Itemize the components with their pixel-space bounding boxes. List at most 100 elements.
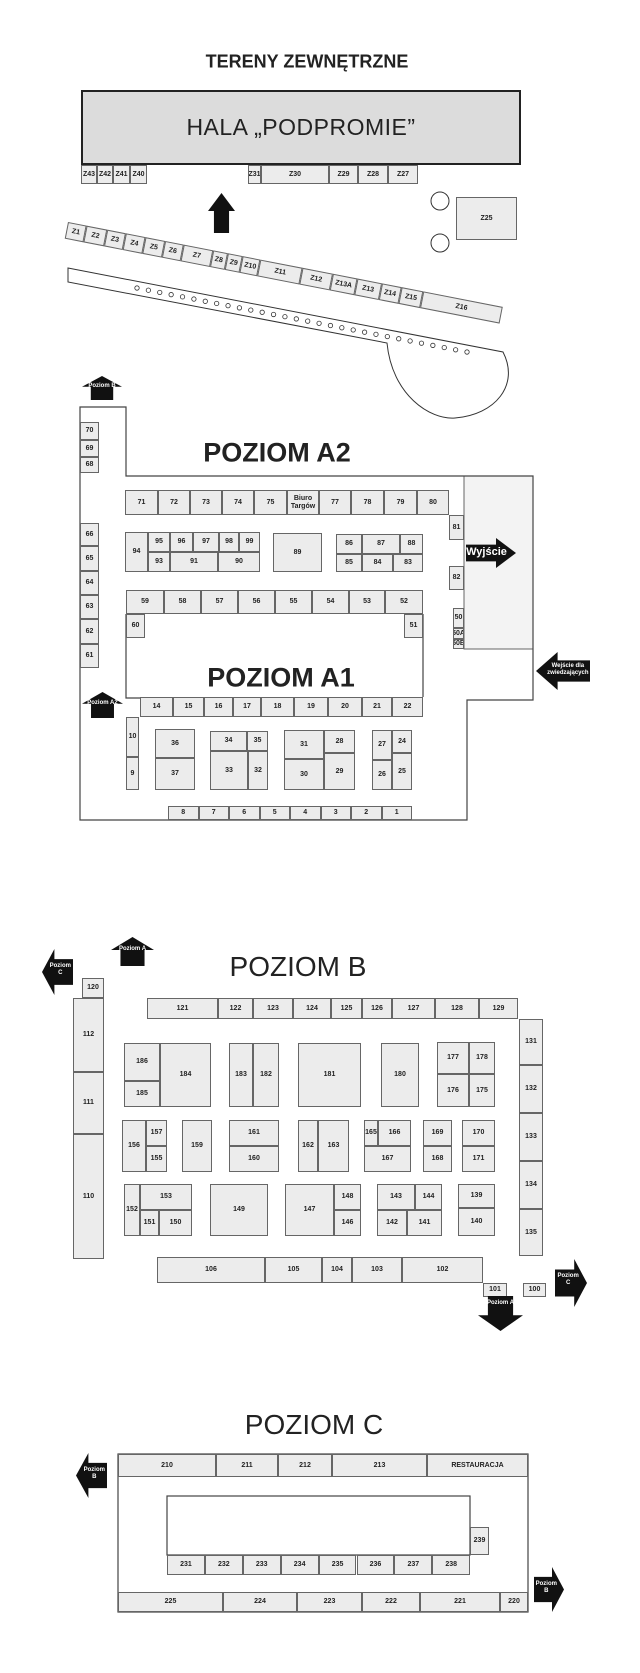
stall-235[interactable]: 235 <box>318 1555 357 1575</box>
stall-65[interactable]: 65 <box>80 546 99 571</box>
stall-237[interactable]: 237 <box>394 1555 433 1575</box>
stall-170[interactable]: 170 <box>462 1120 495 1146</box>
stall-171[interactable]: 171 <box>462 1146 495 1172</box>
stall-105[interactable]: 105 <box>265 1257 322 1283</box>
stall-7[interactable]: 7 <box>198 806 229 820</box>
stall-100[interactable]: 100 <box>523 1283 546 1297</box>
stall-36[interactable]: 36 <box>155 729 195 758</box>
stall-125[interactable]: 125 <box>331 998 362 1019</box>
stall-94[interactable]: 94 <box>125 532 148 572</box>
stall-111[interactable]: 111 <box>73 1072 104 1134</box>
stall-77[interactable]: 77 <box>319 490 351 515</box>
stall-62[interactable]: 62 <box>80 619 99 644</box>
stall-19[interactable]: 19 <box>294 697 328 717</box>
stall-103[interactable]: 103 <box>352 1257 402 1283</box>
stall-184[interactable]: 184 <box>160 1043 211 1107</box>
stall-126[interactable]: 126 <box>362 998 392 1019</box>
stall-82[interactable]: 82 <box>449 566 464 590</box>
stall-61[interactable]: 61 <box>80 644 99 668</box>
stall-212[interactable]: 212 <box>278 1454 332 1477</box>
stall-3[interactable]: 3 <box>320 806 351 820</box>
stall-129[interactable]: 129 <box>479 998 518 1019</box>
arrow-poziom-b-left[interactable]: Poziom B <box>76 1453 107 1498</box>
stall-79[interactable]: 79 <box>384 490 417 515</box>
arrow-hall-entrance-up[interactable] <box>208 193 235 233</box>
stall-152[interactable]: 152 <box>124 1184 140 1236</box>
stall-8[interactable]: 8 <box>168 806 199 820</box>
stall-149[interactable]: 149 <box>210 1184 268 1236</box>
stall-81[interactable]: 81 <box>449 515 464 540</box>
stall-104[interactable]: 104 <box>322 1257 352 1283</box>
stall-54[interactable]: 54 <box>312 590 349 614</box>
stall-29[interactable]: 29 <box>324 753 355 790</box>
stall-95[interactable]: 95 <box>148 532 170 552</box>
stall-180[interactable]: 180 <box>381 1043 419 1107</box>
stall-1[interactable]: 1 <box>381 806 412 820</box>
stall-110[interactable]: 110 <box>73 1134 104 1259</box>
arrow-poziom-a2-up[interactable]: Poziom A2 <box>82 692 123 718</box>
stall-26[interactable]: 26 <box>372 760 392 790</box>
stall-132[interactable]: 132 <box>519 1065 543 1113</box>
stall-71[interactable]: 71 <box>125 490 158 515</box>
stall-z40[interactable]: Z40 <box>130 165 147 184</box>
stall-90[interactable]: 90 <box>218 552 260 572</box>
stall-58[interactable]: 58 <box>164 590 201 614</box>
stall-75[interactable]: 75 <box>254 490 287 515</box>
stall-106[interactable]: 106 <box>157 1257 265 1283</box>
stall-55[interactable]: 55 <box>275 590 312 614</box>
stall-140[interactable]: 140 <box>458 1208 495 1236</box>
stall-178[interactable]: 178 <box>469 1042 495 1074</box>
stall-4[interactable]: 4 <box>290 806 321 820</box>
stall-50a[interactable]: 50A <box>453 628 464 639</box>
stall-2[interactable]: 2 <box>351 806 382 820</box>
stall-176[interactable]: 176 <box>437 1074 469 1107</box>
stall-z28[interactable]: Z28 <box>358 165 388 184</box>
stall-18[interactable]: 18 <box>261 697 294 717</box>
stall-37[interactable]: 37 <box>155 758 195 790</box>
stall-151[interactable]: 151 <box>140 1210 159 1236</box>
stall-z42[interactable]: Z42 <box>97 165 113 184</box>
stall-160[interactable]: 160 <box>229 1146 279 1172</box>
stall-14[interactable]: 14 <box>140 697 173 717</box>
stall-31[interactable]: 31 <box>284 730 324 759</box>
stall-148[interactable]: 148 <box>334 1184 361 1210</box>
stall-123[interactable]: 123 <box>253 998 293 1019</box>
stall-57[interactable]: 57 <box>201 590 238 614</box>
stall-63[interactable]: 63 <box>80 595 99 619</box>
stall-84[interactable]: 84 <box>362 554 393 572</box>
stall-156[interactable]: 156 <box>122 1120 146 1172</box>
stall-159[interactable]: 159 <box>182 1120 212 1172</box>
stall-223[interactable]: 223 <box>297 1592 362 1612</box>
stall-69[interactable]: 69 <box>80 440 99 457</box>
stall-134[interactable]: 134 <box>519 1161 543 1209</box>
stall-28[interactable]: 28 <box>324 730 355 753</box>
arrow-wejście-dla-zwiedzających-left[interactable]: Wejście dla zwiedzających <box>536 652 590 690</box>
stall-89[interactable]: 89 <box>273 533 322 572</box>
stall-87[interactable]: 87 <box>362 534 400 554</box>
stall-168[interactable]: 168 <box>423 1146 452 1172</box>
stall-66[interactable]: 66 <box>80 523 99 546</box>
stall-221[interactable]: 221 <box>420 1592 500 1612</box>
arrow-poziom-a-up[interactable]: Poziom A <box>111 937 154 966</box>
stall-78[interactable]: 78 <box>351 490 384 515</box>
stall-236[interactable]: 236 <box>356 1555 395 1575</box>
stall-238[interactable]: 238 <box>432 1555 471 1575</box>
stall-17[interactable]: 17 <box>233 697 261 717</box>
stall-185[interactable]: 185 <box>124 1081 160 1107</box>
stall-z29[interactable]: Z29 <box>329 165 358 184</box>
stall-biuro-targów[interactable]: Biuro Targów <box>287 490 319 515</box>
stall-32[interactable]: 32 <box>248 751 268 790</box>
stall-60[interactable]: 60 <box>126 614 145 638</box>
stall-165[interactable]: 165 <box>364 1120 378 1146</box>
stall-139[interactable]: 139 <box>458 1184 495 1208</box>
stall-z27[interactable]: Z27 <box>388 165 418 184</box>
stall-163[interactable]: 163 <box>318 1120 349 1172</box>
arrow-wyjście-right[interactable]: Wyjście <box>466 538 516 568</box>
arrow-poziom-c-left[interactable]: Poziom C <box>42 949 73 995</box>
stall-232[interactable]: 232 <box>204 1555 243 1575</box>
stall-5[interactable]: 5 <box>259 806 290 820</box>
stall-183[interactable]: 183 <box>229 1043 253 1107</box>
stall-182[interactable]: 182 <box>253 1043 279 1107</box>
stall-169[interactable]: 169 <box>423 1120 452 1146</box>
stall-133[interactable]: 133 <box>519 1113 543 1161</box>
